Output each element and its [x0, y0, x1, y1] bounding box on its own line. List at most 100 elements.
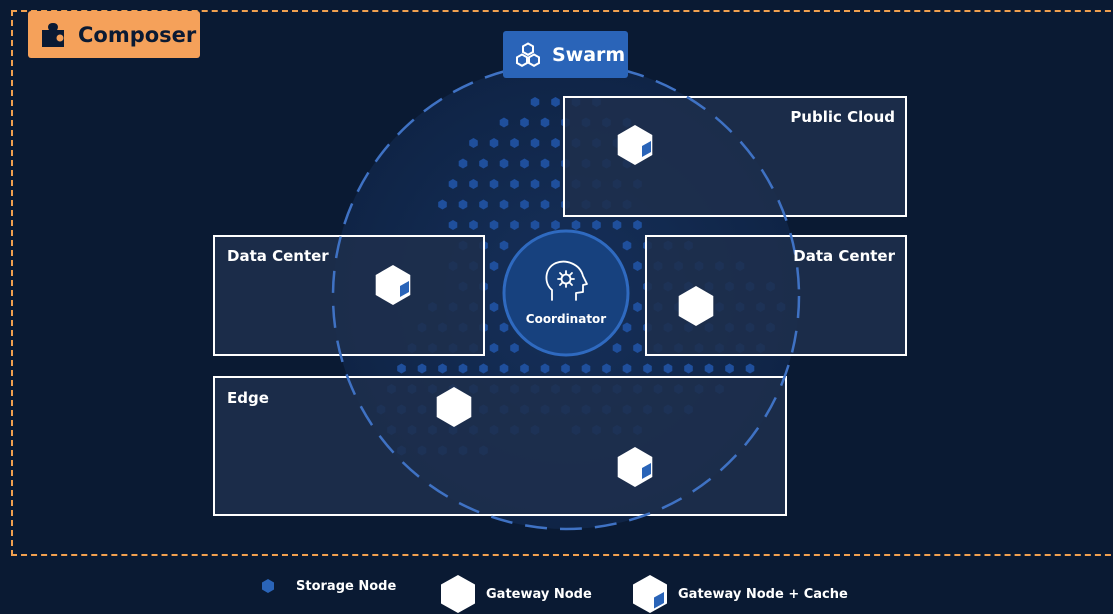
legend-gateway-node: Gateway Node [440, 574, 592, 614]
storage-node [438, 199, 447, 210]
storage-node [438, 363, 447, 374]
storage-node [448, 179, 458, 189]
hexagon-cluster-icon [516, 41, 540, 67]
storage-node [622, 322, 632, 333]
data-center-left-region [213, 235, 485, 356]
storage-node [520, 199, 529, 210]
data-center-right-gateway-node[interactable] [678, 286, 714, 326]
storage-node [479, 363, 488, 374]
public-cloud-gateway-cache-node[interactable] [617, 125, 653, 165]
storage-node [510, 343, 519, 353]
storage-node [499, 322, 509, 333]
edge-gateway-cache-node[interactable] [617, 447, 653, 487]
storage-node [469, 179, 478, 189]
gateway-node-hexagon [436, 387, 472, 427]
storage-node [540, 199, 550, 210]
composer-boundary [11, 10, 1113, 556]
storage-node [417, 363, 427, 374]
storage-node [489, 138, 499, 148]
storage-node [489, 343, 499, 353]
storage-node [622, 363, 632, 374]
storage-node [704, 363, 714, 374]
storage-node [489, 179, 499, 189]
legend-storage-node: Storage Node [260, 578, 396, 594]
storage-node [530, 179, 540, 189]
data-center-right-label: Data Center [793, 247, 895, 265]
edge-gateway-node[interactable] [436, 387, 472, 427]
storage-node [520, 158, 529, 169]
gateway-cache-icon [633, 575, 667, 613]
ai-head-icon [545, 260, 588, 301]
swarm-tag[interactable]: Swarm [503, 31, 628, 78]
edge-label: Edge [227, 389, 269, 407]
storage-node [745, 363, 755, 374]
storage-node [622, 240, 632, 251]
storage-node [520, 117, 529, 128]
storage-node [458, 363, 468, 374]
composer-label: Composer [78, 22, 197, 47]
puzzle-icon [42, 22, 64, 47]
storage-node [448, 220, 458, 230]
storage-node [643, 363, 652, 374]
cache-face [642, 141, 651, 157]
coordinator-label: Coordinator [525, 312, 607, 326]
cache-face [642, 463, 651, 479]
storage-node [633, 343, 642, 353]
storage-node [510, 220, 519, 230]
storage-node [592, 220, 601, 230]
storage-node [540, 158, 550, 169]
storage-node [540, 363, 550, 374]
storage-node [520, 363, 529, 374]
legend-storage-node-label: Storage Node [296, 578, 397, 594]
storage-node [633, 261, 642, 271]
storage-node [561, 363, 570, 374]
storage-node [397, 363, 406, 374]
storage-node [499, 158, 509, 169]
storage-node [489, 220, 499, 230]
gateway-node-hexagon [678, 286, 714, 326]
storage-node [663, 363, 673, 374]
storage-node [633, 302, 642, 312]
composer-tag[interactable]: Composer [28, 11, 200, 58]
storage-node [602, 363, 611, 374]
legend-gateway-node-cache: Gateway Node + Cache [632, 574, 848, 614]
storage-node [469, 138, 478, 148]
legend-gateway-node-label: Gateway Node [486, 586, 592, 602]
storage-node [469, 220, 478, 230]
storage-node [510, 179, 519, 189]
storage-node [489, 261, 499, 271]
storage-node [479, 199, 488, 210]
storage-node-icon [262, 579, 274, 593]
storage-node [530, 97, 540, 107]
storage-node [530, 220, 540, 230]
storage-node [725, 363, 734, 374]
storage-node [612, 220, 622, 230]
storage-node [551, 220, 560, 230]
storage-node [530, 138, 540, 148]
data-center-left-label: Data Center [227, 247, 329, 265]
storage-node [499, 240, 509, 251]
storage-node [684, 363, 693, 374]
storage-node [458, 199, 468, 210]
edge-region [213, 376, 787, 516]
coordinator-node[interactable] [502, 229, 630, 357]
storage-node [489, 302, 499, 312]
storage-node [551, 179, 560, 189]
storage-node [540, 117, 550, 128]
storage-node [612, 343, 622, 353]
swarm-label: Swarm [552, 43, 626, 66]
storage-node [499, 199, 509, 210]
gateway-node-icon [441, 575, 475, 613]
storage-node [499, 117, 509, 128]
storage-node [633, 220, 642, 230]
cache-face [400, 281, 409, 297]
storage-node [510, 138, 519, 148]
storage-node [458, 158, 468, 169]
storage-node [551, 138, 560, 148]
storage-node [571, 220, 581, 230]
data-center-left-gateway-cache-node[interactable] [375, 265, 411, 305]
storage-node [499, 363, 509, 374]
storage-node [551, 97, 560, 107]
